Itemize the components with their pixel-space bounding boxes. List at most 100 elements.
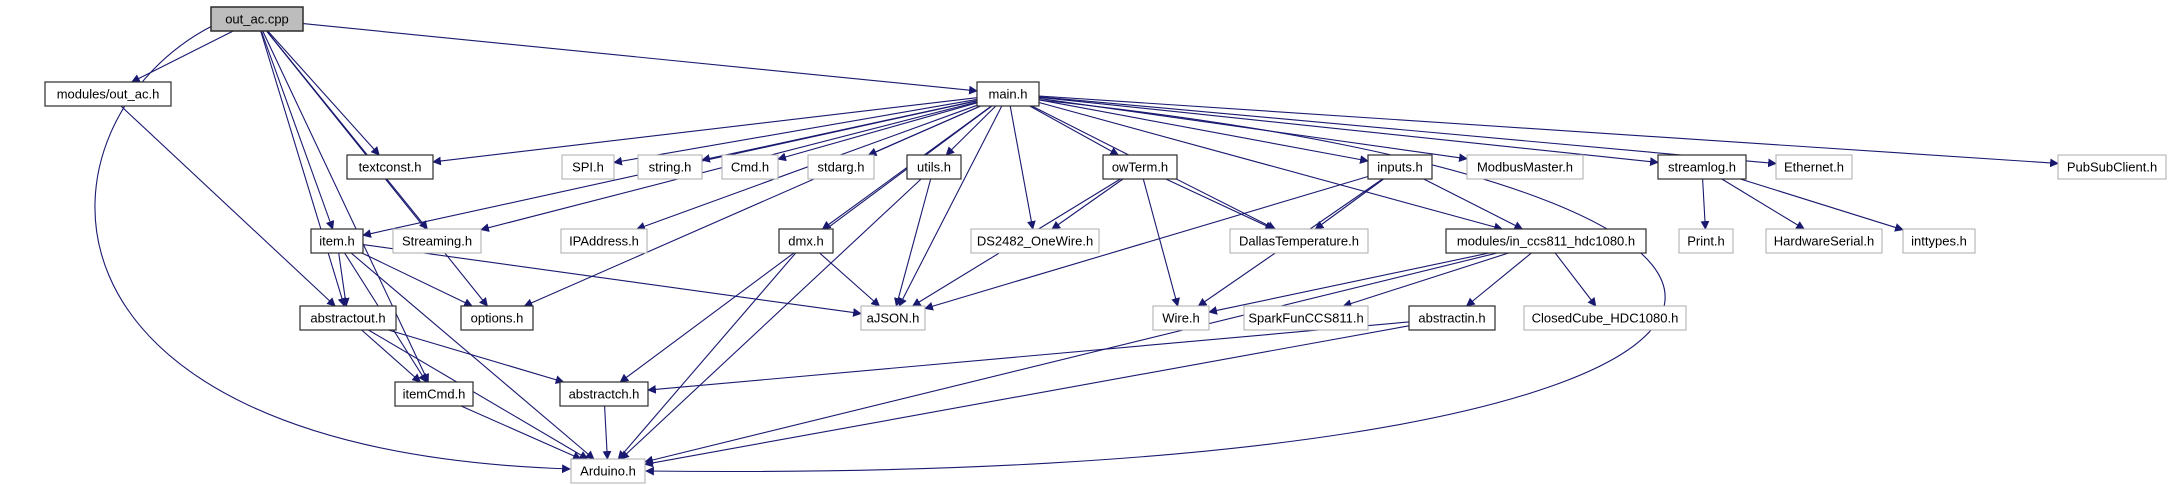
graph-node-sparkfunccs811_h[interactable]: SparkFunCCS811.h [1243, 305, 1369, 331]
graph-node-string_h[interactable]: string.h [637, 154, 703, 180]
edge-streamlog_h-to-hardwareserial_h [1721, 178, 1805, 230]
graph-node-abstractin_h[interactable]: abstractin.h [1408, 305, 1496, 331]
graph-node-stdarg_h[interactable]: stdarg.h [807, 154, 875, 180]
node-label: abstractout.h [310, 311, 385, 326]
graph-node-item_h[interactable]: item.h [310, 228, 364, 254]
edge-out_ac_cpp-to-main_h [302, 23, 978, 95]
graph-node-in_ccs811_hdc1080_h[interactable]: modules/in_ccs811_hdc1080.h [1445, 228, 1647, 254]
edge-abstractout_h-to-itemcmd_h [361, 329, 422, 383]
node-box[interactable] [970, 228, 1100, 254]
graph-node-abstractch_h[interactable]: abstractch.h [559, 381, 649, 407]
node-box[interactable] [976, 81, 1040, 107]
edge-utils_h-to-arduino_h [620, 178, 922, 460]
node-box[interactable] [860, 305, 926, 331]
node-box[interactable] [906, 154, 962, 180]
node-box[interactable] [1775, 154, 1853, 180]
node-box[interactable] [1678, 228, 1734, 254]
node-box[interactable] [44, 81, 172, 107]
edge-main_h-to-spi_h [613, 98, 978, 166]
edge-out_ac_cpp-to-textconst_h [267, 30, 380, 156]
node-box[interactable] [1466, 154, 1584, 180]
node-box[interactable] [394, 381, 474, 407]
graph-node-ajson_h[interactable]: aJSON.h [860, 305, 926, 331]
graph-node-dallastemperature_h[interactable]: DallasTemperature.h [1229, 228, 1369, 254]
node-label: aJSON.h [867, 311, 920, 326]
node-label: abstractin.h [1418, 311, 1485, 326]
node-box[interactable] [559, 381, 649, 407]
graph-node-ds2482_onewire_h[interactable]: DS2482_OneWire.h [970, 228, 1100, 254]
node-box[interactable] [570, 458, 646, 484]
node-box[interactable] [1367, 154, 1433, 180]
node-box[interactable] [1152, 305, 1210, 331]
node-box[interactable] [460, 305, 534, 331]
node-box[interactable] [561, 154, 615, 180]
node-box[interactable] [1765, 228, 1883, 254]
graph-node-closedcube_hdc1080_h[interactable]: ClosedCube_HDC1080.h [1523, 305, 1687, 331]
node-box[interactable] [637, 154, 703, 180]
node-box[interactable] [299, 305, 397, 331]
edge-utils_h-to-ajson_h [894, 178, 932, 307]
node-box[interactable] [721, 154, 779, 180]
graph-node-print_h[interactable]: Print.h [1678, 228, 1734, 254]
edge-main_h-to-cmd_h [777, 102, 978, 162]
node-box[interactable] [1102, 154, 1178, 180]
graph-node-spi_h[interactable]: SPI.h [561, 154, 615, 180]
node-label: SPI.h [572, 160, 604, 175]
node-label: modules/out_ac.h [57, 87, 160, 102]
graph-node-streaming_h[interactable]: Streaming.h [392, 228, 482, 254]
edge-owterm_h-to-wire_h [1142, 178, 1180, 307]
node-box[interactable] [1243, 305, 1369, 331]
graph-node-textconst_h[interactable]: textconst.h [346, 154, 434, 180]
node-label: abstractch.h [569, 387, 640, 402]
edge-in_ccs811_hdc1080_h-to-closedcube_hdc1080_h [1554, 252, 1597, 307]
graph-node-dmx_h[interactable]: dmx.h [778, 228, 834, 254]
node-label: main.h [988, 87, 1027, 102]
edge-main_h-to-ds2482_onewire_h [1009, 105, 1036, 230]
graph-node-modbusmaster_h[interactable]: ModbusMaster.h [1466, 154, 1584, 180]
graph-node-arduino_h[interactable]: Arduino.h [570, 458, 646, 484]
edge-abstractch_h-to-arduino_h [602, 405, 612, 460]
graph-node-modules_out_ac_h[interactable]: modules/out_ac.h [44, 81, 172, 107]
node-box[interactable] [310, 228, 364, 254]
graph-node-cmd_h[interactable]: Cmd.h [721, 154, 779, 180]
node-label: stdarg.h [818, 160, 865, 175]
node-label: SparkFunCCS811.h [1248, 311, 1363, 326]
graph-node-options_h[interactable]: options.h [460, 305, 534, 331]
node-box[interactable] [807, 154, 875, 180]
edge-streamlog_h-to-inttypes_h [1740, 178, 1904, 232]
node-box[interactable] [560, 228, 648, 254]
graph-node-pubsubclient_h[interactable]: PubSubClient.h [2057, 154, 2167, 180]
node-box[interactable] [1229, 228, 1369, 254]
node-box[interactable] [1523, 305, 1687, 331]
graph-node-wire_h[interactable]: Wire.h [1152, 305, 1210, 331]
node-box[interactable] [1408, 305, 1496, 331]
node-box[interactable] [210, 6, 304, 32]
node-box[interactable] [778, 228, 834, 254]
node-box[interactable] [1445, 228, 1647, 254]
edge-main_h-to-in_ccs811_hdc1080_h [1038, 101, 1503, 232]
node-label: PubSubClient.h [2067, 160, 2157, 175]
graph-node-utils_h[interactable]: utils.h [906, 154, 962, 180]
edges-layer [94, 23, 2059, 476]
graph-node-ipaddress_h[interactable]: IPAddress.h [560, 228, 648, 254]
node-label: modules/in_ccs811_hdc1080.h [1457, 234, 1635, 249]
graph-node-inttypes_h[interactable]: inttypes.h [1902, 228, 1976, 254]
graph-node-ethernet_h[interactable]: Ethernet.h [1775, 154, 1853, 180]
node-box[interactable] [346, 154, 434, 180]
node-box[interactable] [1657, 154, 1747, 180]
graph-node-streamlog_h[interactable]: streamlog.h [1657, 154, 1747, 180]
graph-node-main_h[interactable]: main.h [976, 81, 1040, 107]
node-box[interactable] [2057, 154, 2167, 180]
node-label: item.h [319, 234, 354, 249]
edge-out_ac_cpp-to-modules_out_ac_h [131, 30, 234, 83]
graph-node-owterm_h[interactable]: owTerm.h [1102, 154, 1178, 180]
graph-node-itemcmd_h[interactable]: itemCmd.h [394, 381, 474, 407]
graph-node-hardwareserial_h[interactable]: HardwareSerial.h [1765, 228, 1883, 254]
node-box[interactable] [1902, 228, 1976, 254]
node-box[interactable] [392, 228, 482, 254]
edge-out_ac_cpp-to-itemcmd_h [262, 30, 429, 383]
graph-node-abstractout_h[interactable]: abstractout.h [299, 305, 397, 331]
graph-node-inputs_h[interactable]: inputs.h [1367, 154, 1433, 180]
graph-node-out_ac_cpp[interactable]: out_ac.cpp [210, 6, 304, 32]
